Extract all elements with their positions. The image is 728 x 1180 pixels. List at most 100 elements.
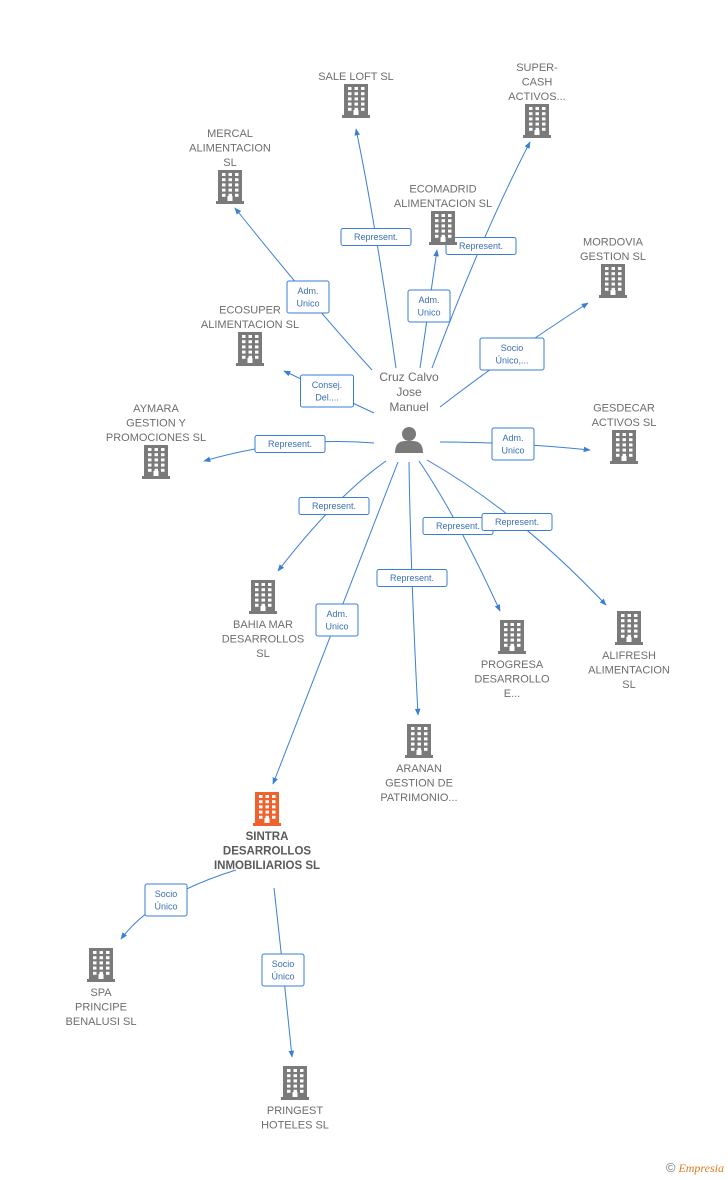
edge-label-text: Adm. [297,286,318,296]
building-icon [236,332,264,366]
company-name-line: DESARROLLOS [223,846,312,858]
edge-label-mercal[interactable]: Adm.Unico [286,280,330,314]
person-name-line: Cruz Calvo [379,370,439,384]
person-name-line: Jose [396,385,422,399]
edge-label-text: Represent. [268,439,312,449]
edge-label-text: Unico [417,307,440,317]
edges-layer [120,128,607,1058]
building-icon [253,792,281,826]
brand-logo-text: Empresia [678,1161,724,1175]
edge-label-box [300,374,354,408]
edge-label-text: Único [271,971,294,981]
company-name-line: PROGRESA [481,659,544,671]
company-name-line: E... [504,688,521,700]
company-name-line: SUPER- [516,62,558,74]
building-icon [249,580,277,614]
company-name-line: ALIMENTACION [588,665,670,677]
company-name-line: GESTION SL [580,251,646,263]
company-name-line: GESDECAR [593,403,655,415]
company-name-line: DESARROLLOS [222,634,305,646]
person-name-line: Manuel [389,400,428,414]
edge-label-box [491,427,535,461]
company-name-line: ACTIVOS... [508,91,565,103]
company-name-line: GESTION DE [385,778,453,790]
building-icon [342,84,370,118]
company-name-line: DESARROLLO [474,674,550,686]
edge-label-box [481,513,553,531]
edge-label-gesdecar[interactable]: Adm.Unico [491,427,535,461]
edge-label-text: Socio [272,959,295,969]
building-icon [429,211,457,245]
company-name-line: ECOSUPER [219,305,281,317]
edge-label-text: Socio [155,889,178,899]
edge-label-super-cash[interactable]: Represent. [445,237,517,255]
company-name-line: ALIMENTACION SL [201,319,299,331]
building-icon [216,170,244,204]
company-name-line: SINTRA [246,831,289,843]
building-icon [498,620,526,654]
company-name-line: BAHIA MAR [233,619,293,631]
company-node-mordovia[interactable]: MORDOVIA GESTION SL [580,237,646,299]
edge-label-box [445,237,517,255]
edge-line-person-to-aranan [408,461,421,716]
edge-label-box [407,289,451,323]
company-node-progresa[interactable]: PROGRESA DESARROLLO E... [474,620,550,700]
edge-label-text: Único,... [495,355,528,365]
edge-label-aymara[interactable]: Represent. [254,435,326,453]
company-name-line: ARANAN [396,763,442,775]
edge-label-text: Adm. [326,609,347,619]
company-node-gesdecar[interactable]: GESDECAR ACTIVOS SL [592,403,657,465]
company-node-bahia-mar[interactable]: BAHIA MAR DESARROLLOS SL [222,580,305,660]
company-name-line: SL [256,648,269,660]
edge-label-box [261,953,305,987]
edge-label-sintra[interactable]: Adm.Unico [315,603,359,637]
edge-label-text: Represent. [354,232,398,242]
edge-label-alifresh[interactable]: Represent. [481,513,553,531]
building-icon [405,724,433,758]
edge-label-mordovia[interactable]: SocioÚnico,... [479,337,545,371]
edge-label-ecomadrid[interactable]: Adm.Unico [407,289,451,323]
edge-label-box [254,435,326,453]
edge-label-ecosuper[interactable]: Consej.Del.... [300,374,354,408]
edge-label-text: Represent. [459,241,503,251]
company-name-line: PROMOCIONES SL [106,432,206,444]
company-name-line: CASH [522,77,553,89]
building-icon [610,430,638,464]
company-name-line: HOTELES SL [261,1120,329,1132]
building-icon [87,948,115,982]
company-name-line: GESTION Y [126,418,186,430]
edge-label-box [144,883,188,917]
edge-line-person-to-bahia-mar [277,460,387,572]
company-name-line: MORDOVIA [583,237,644,249]
edge-label-box [315,603,359,637]
company-name-line: ALIMENTACION [189,143,271,155]
edge-label-text: Adm. [502,433,523,443]
copyright-symbol: © [665,1160,676,1175]
person-icon [395,427,423,453]
company-name-line: BENALUSI SL [66,1016,137,1028]
edge-label-box [298,497,370,515]
company-name-line: ACTIVOS SL [592,417,657,429]
company-node-sale-loft[interactable]: SALE LOFT SL [318,71,394,118]
company-node-super-cash[interactable]: SUPER- CASH ACTIVOS... [508,62,566,138]
edge-label-sale-loft[interactable]: Represent. [340,228,412,246]
edge-label-text: Único [154,901,177,911]
company-name-line: SPA [90,987,112,999]
edge-label-bahia-mar[interactable]: Represent. [298,497,370,515]
edge-label-aranan[interactable]: Represent. [376,569,448,587]
edge-label-text: Represent. [390,573,434,583]
company-node-ecosuper[interactable]: ECOSUPER ALIMENTACION SL [201,305,299,367]
